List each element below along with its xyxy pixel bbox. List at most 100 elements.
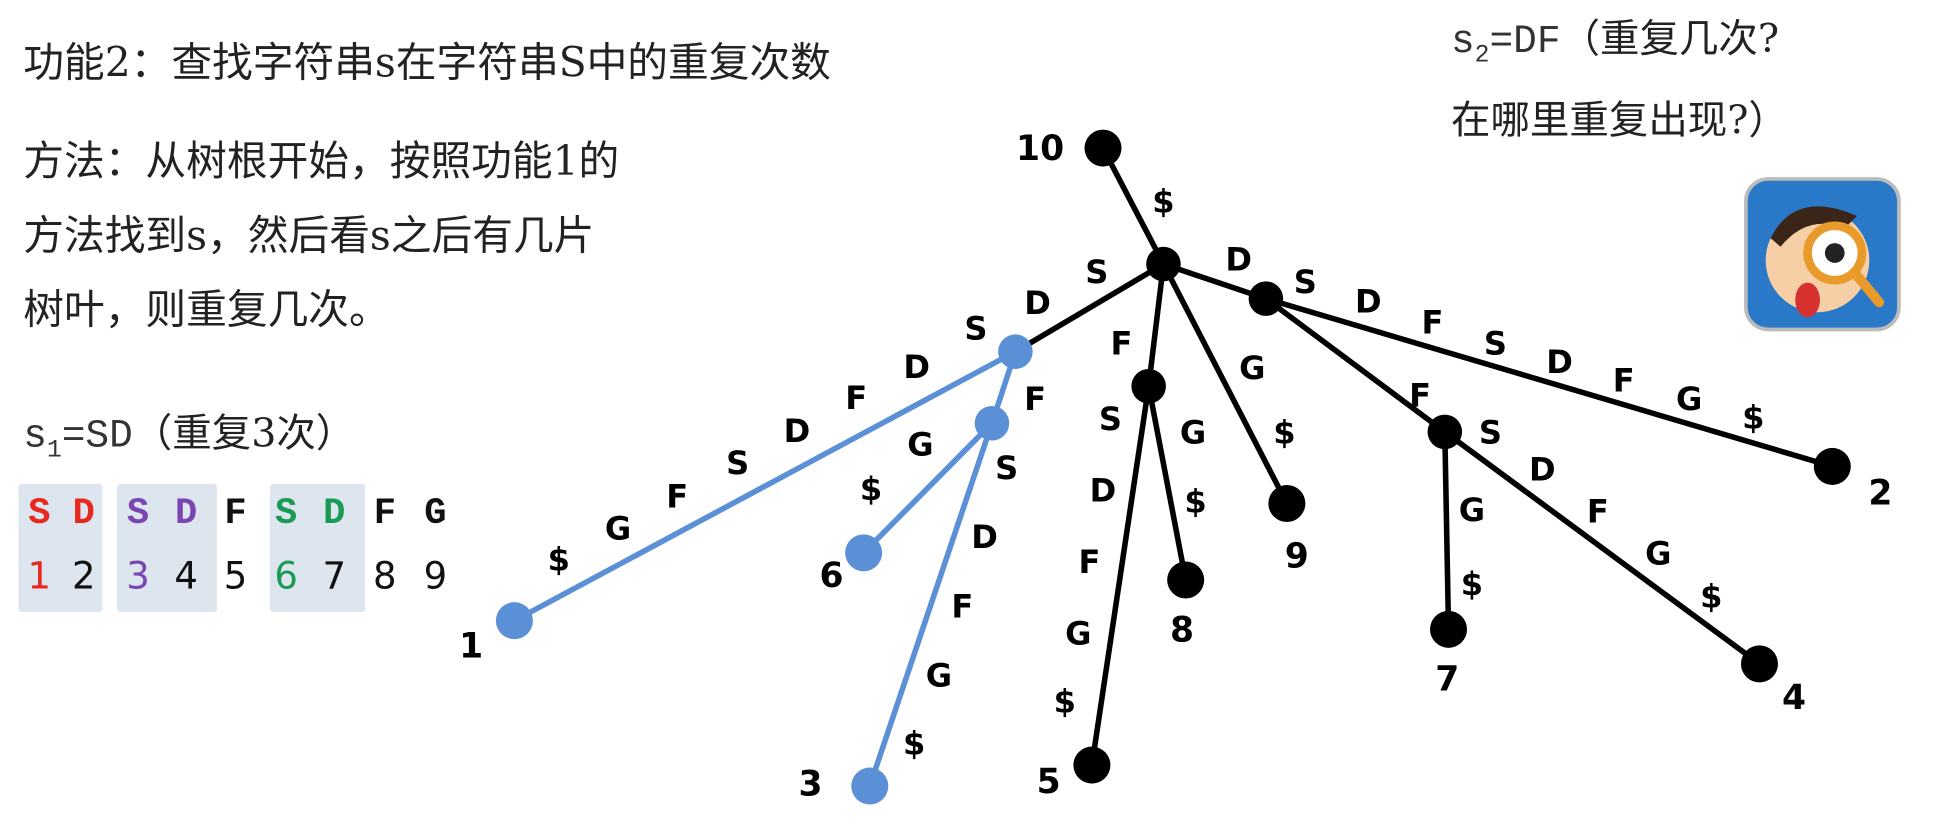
- sequence-char: S: [275, 493, 297, 535]
- sequence-index: 1: [28, 555, 52, 598]
- tree-edge-d-f3: [1264, 296, 1447, 435]
- edge-label: S: [995, 449, 1018, 487]
- sequence-index: 3: [126, 555, 150, 598]
- edge-label: $: [860, 470, 882, 508]
- tree-edge-ds-l1: [513, 349, 1017, 624]
- sequence-boxes: [18, 483, 366, 613]
- leaf-node: [1073, 746, 1111, 784]
- tree-edge-root-l9: [1161, 262, 1290, 505]
- edge-label: $: [1054, 682, 1076, 720]
- sequence-char: S: [127, 493, 149, 535]
- tree-edge-f3-l7: [1442, 431, 1452, 630]
- edge-label: S: [1294, 263, 1317, 301]
- sequence-index: 8: [373, 555, 397, 598]
- edge-label: F: [666, 478, 688, 516]
- leaf-number: 1: [459, 626, 483, 666]
- edge-label: S: [1085, 253, 1108, 291]
- edge-label: S: [1479, 413, 1502, 451]
- sequence-index: 5: [224, 555, 248, 598]
- edge-label: S: [1484, 325, 1507, 363]
- leaf-node: [851, 767, 889, 805]
- edge-label: S: [726, 444, 749, 482]
- leaf-number: 2: [1868, 473, 1892, 513]
- edge-label: $: [1742, 399, 1764, 437]
- sequence-char: F: [224, 493, 246, 535]
- edge-label: G: [605, 510, 631, 548]
- highlight-box-3: [270, 483, 366, 613]
- leaf-node: [495, 602, 533, 640]
- internal-node: [998, 334, 1033, 369]
- internal-node: [1131, 368, 1166, 404]
- edge-label: D: [1090, 471, 1117, 509]
- edge-label: F: [1587, 492, 1609, 530]
- internal-node: [1146, 246, 1181, 282]
- leaf-number: 10: [1016, 129, 1064, 169]
- tree-edge-d-l2: [1265, 295, 1834, 470]
- edge-label: G: [926, 656, 952, 694]
- edge-label: G: [1065, 614, 1091, 652]
- edge-label: F: [1613, 362, 1635, 400]
- edge-label: $: [1184, 482, 1206, 520]
- leaf-node: [1740, 645, 1778, 683]
- edge-label: F: [1024, 380, 1046, 418]
- highlight-box-2: [117, 483, 218, 613]
- leaf-node: [1084, 129, 1122, 167]
- tree-edge-f3-l4: [1443, 429, 1762, 667]
- sequence-index: 2: [72, 555, 96, 598]
- internal-node: [974, 405, 1010, 441]
- edge-label: F: [1422, 304, 1444, 342]
- edge-label: $: [548, 540, 570, 578]
- leaf-node: [1813, 447, 1851, 485]
- leaf-number: 8: [1170, 610, 1194, 650]
- leaf-number: 4: [1782, 678, 1806, 718]
- tree-edge-f2-l8: [1145, 385, 1189, 581]
- leaf-number: 6: [820, 556, 844, 596]
- sequence-char: D: [175, 493, 197, 535]
- internal-node: [1427, 414, 1463, 450]
- edge-label: D: [1355, 283, 1382, 321]
- sequence-index: 9: [424, 555, 448, 598]
- tree-edge-root-f2: [1145, 263, 1167, 387]
- detective-magnifier-icon: [1744, 177, 1901, 332]
- edge-label: S: [1099, 400, 1122, 438]
- s1-label: s1=SD（重复3次）: [23, 411, 355, 465]
- highlight-box-1: [18, 483, 103, 613]
- method-line-2: 方法找到s，然后看s之后有几片: [23, 211, 594, 259]
- edge-label: $: [903, 724, 925, 762]
- leaf-node: [1430, 610, 1468, 648]
- sequence-char: S: [28, 493, 50, 535]
- edge-label: S: [964, 310, 987, 348]
- leaf-number: 9: [1285, 536, 1309, 576]
- sequence-char: D: [73, 493, 95, 535]
- edge-label: F: [951, 587, 973, 625]
- sequence-char: F: [374, 493, 396, 535]
- edge-label: F: [1111, 325, 1133, 363]
- leaf-number: 5: [1037, 762, 1061, 802]
- edge-label: $: [1152, 183, 1174, 221]
- tree-edge-f-l3: [867, 422, 995, 787]
- tree-edge-root-ds: [1013, 261, 1165, 355]
- edge-label: G: [1676, 380, 1702, 418]
- method-line-1: 方法：从树根开始，按照功能1的: [23, 137, 619, 185]
- leaf-node: [1167, 561, 1205, 599]
- sequence-index: 7: [322, 555, 346, 598]
- tree-edge-root-d: [1162, 261, 1267, 302]
- leaf-node: [845, 534, 883, 572]
- edge-label: G: [1239, 349, 1265, 387]
- edge-label: D: [1529, 450, 1556, 488]
- tree-edge-f-l6: [861, 421, 994, 555]
- edge-label: D: [1546, 343, 1573, 381]
- edge-label: G: [1459, 491, 1485, 529]
- leaf-node: [1268, 484, 1306, 522]
- sequence-char: D: [323, 493, 345, 535]
- sequence-index: 4: [174, 555, 198, 598]
- s2-question-line-1: s2=DF（重复几次?: [1451, 16, 1779, 70]
- edge-label: F: [1409, 376, 1431, 414]
- edge-label: F: [845, 379, 867, 417]
- edge-label: $: [1461, 565, 1483, 603]
- edge-label: F: [1078, 543, 1100, 581]
- edge-label: G: [1645, 534, 1671, 572]
- edge-label: D: [784, 412, 811, 450]
